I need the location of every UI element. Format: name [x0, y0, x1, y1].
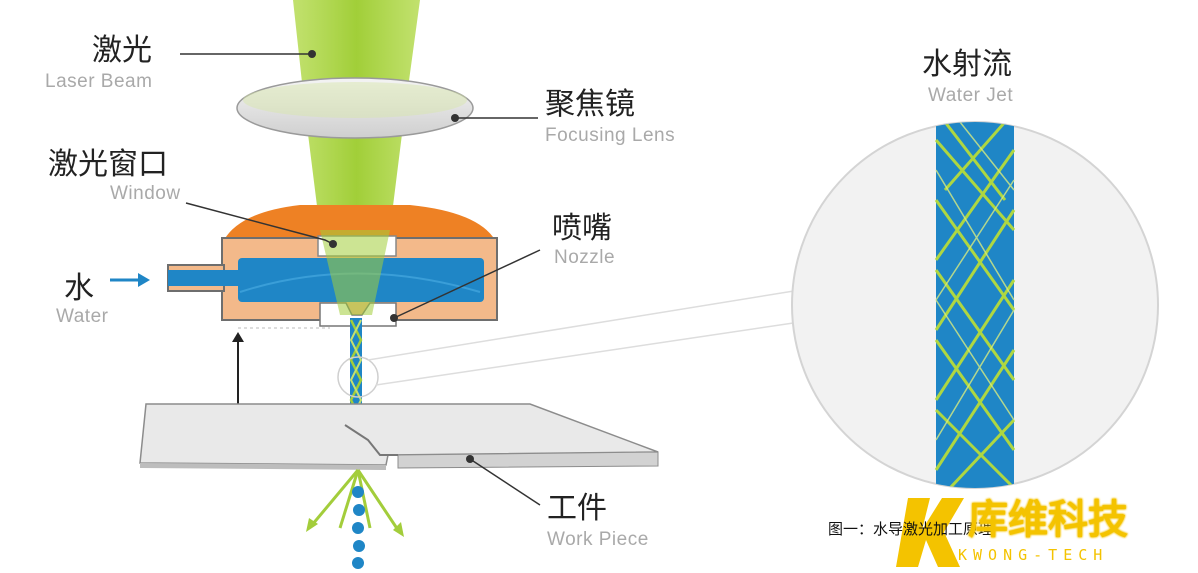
window-label-en: Window: [110, 183, 181, 204]
brand-name: 库维科技: [968, 497, 1128, 543]
zoom-marker: [337, 356, 379, 398]
window-label-zh: 激光窗口: [48, 147, 168, 182]
laser-label-zh: 激光: [92, 33, 152, 68]
laser-label-en: Laser Beam: [45, 71, 153, 92]
brand-logo-mark: [896, 498, 964, 567]
workpiece-label-en: Work Piece: [547, 529, 649, 550]
lens-label-en: Focusing Lens: [545, 125, 676, 146]
nozzle-label-zh: 喷嘴: [552, 211, 612, 246]
lens-label-zh: 聚焦镜: [545, 87, 635, 122]
waterjet-label-en: Water Jet: [928, 85, 1014, 106]
nozzle-label-en: Nozzle: [554, 247, 616, 268]
water-label-en: Water: [56, 306, 109, 327]
brand-subtitle: KWONG-TECH: [958, 546, 1109, 564]
water-label-zh: 水: [64, 271, 94, 306]
work-piece: [139, 403, 659, 470]
waterjet-label-zh: 水射流: [922, 47, 1012, 82]
water-jet-zoom: [791, 121, 1159, 489]
water-inlet-arrow: [110, 273, 150, 287]
focusing-lens: [236, 77, 474, 139]
water-inlet-channel: [168, 270, 248, 286]
workpiece-label-zh: 工件: [547, 491, 607, 526]
figure-caption: 图一：水导激光加工原理: [828, 520, 994, 538]
exit-spray: [306, 469, 404, 569]
